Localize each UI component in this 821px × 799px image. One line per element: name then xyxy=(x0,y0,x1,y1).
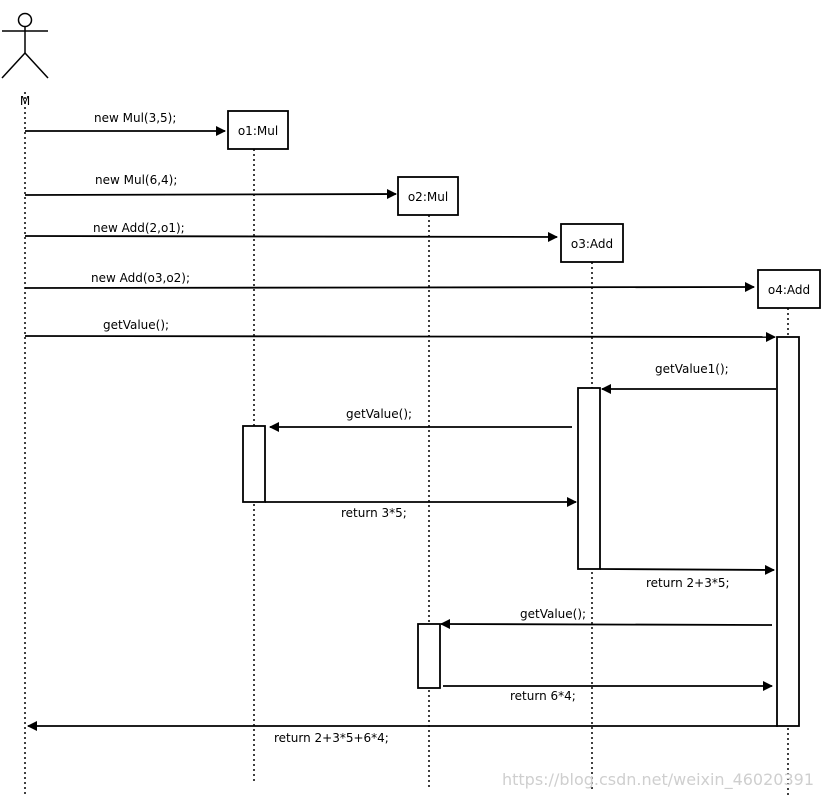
message-label: new Add(o3,o2); xyxy=(91,271,190,285)
object-o1[interactable]: o1:Mul xyxy=(227,110,289,150)
message-arrow xyxy=(24,231,558,242)
message-label: getValue(); xyxy=(520,607,586,621)
message-label: return 3*5; xyxy=(341,506,407,520)
message-getvalue-o2: getValue(); xyxy=(440,607,773,630)
object-o2[interactable]: o2:Mul xyxy=(397,176,459,216)
message-label: return 6*4; xyxy=(510,689,576,703)
activation-o4 xyxy=(776,336,800,727)
object-box xyxy=(757,269,821,309)
message-return-final: return 2+3*5+6*4; xyxy=(27,721,778,745)
message-return-6x4: return 6*4; xyxy=(443,681,773,703)
message-arrow xyxy=(440,619,773,630)
activation-o1 xyxy=(242,425,266,503)
message-return-2-plus-3x5: return 2+3*5; xyxy=(599,564,775,590)
object-label: o3:Add xyxy=(571,237,613,251)
message-label: new Add(2,o1); xyxy=(93,221,185,235)
actor-left-leg xyxy=(1,52,26,79)
message-getvalue1-o3: getValue1(); xyxy=(601,362,776,394)
message-return-3x5: return 3*5; xyxy=(265,497,577,520)
message-new-mul-6-4: new Mul(6,4); xyxy=(24,173,397,200)
message-arrow xyxy=(24,282,755,293)
object-box xyxy=(560,223,624,263)
message-label: return 2+3*5+6*4; xyxy=(274,731,389,745)
object-label: o4:Add xyxy=(768,283,810,297)
message-arrow xyxy=(24,189,397,200)
message-label: getValue(); xyxy=(103,318,169,332)
message-arrow xyxy=(24,331,776,342)
watermark-text: https://blog.csdn.net/weixin_46020391 xyxy=(502,770,814,790)
object-box xyxy=(397,176,459,216)
message-label: new Mul(3,5); xyxy=(94,111,176,125)
actor-head xyxy=(17,12,33,28)
object-label: o1:Mul xyxy=(238,124,278,138)
actor-label: M xyxy=(20,94,30,108)
message-label: getValue1(); xyxy=(655,362,729,376)
object-o4[interactable]: o4:Add xyxy=(757,269,821,309)
message-label: return 2+3*5; xyxy=(646,576,730,590)
message-new-mul-3-5: new Mul(3,5); xyxy=(25,111,226,136)
message-new-add-2-o1: new Add(2,o1); xyxy=(24,221,558,242)
message-label: getValue(); xyxy=(346,407,412,421)
activation-o3 xyxy=(577,387,601,570)
message-getvalue-o4: getValue(); xyxy=(24,318,776,342)
object-label: o2:Mul xyxy=(408,190,448,204)
activation-o2 xyxy=(417,623,441,689)
actor-m: M xyxy=(1,12,49,108)
object-box xyxy=(227,110,289,150)
message-arrow xyxy=(599,564,775,575)
message-label: new Mul(6,4); xyxy=(95,173,177,187)
object-o3[interactable]: o3:Add xyxy=(560,223,624,263)
message-getvalue-o1: getValue(); xyxy=(269,407,572,432)
message-new-add-o3-o2: new Add(o3,o2); xyxy=(24,271,755,293)
actor-right-leg xyxy=(24,52,49,79)
